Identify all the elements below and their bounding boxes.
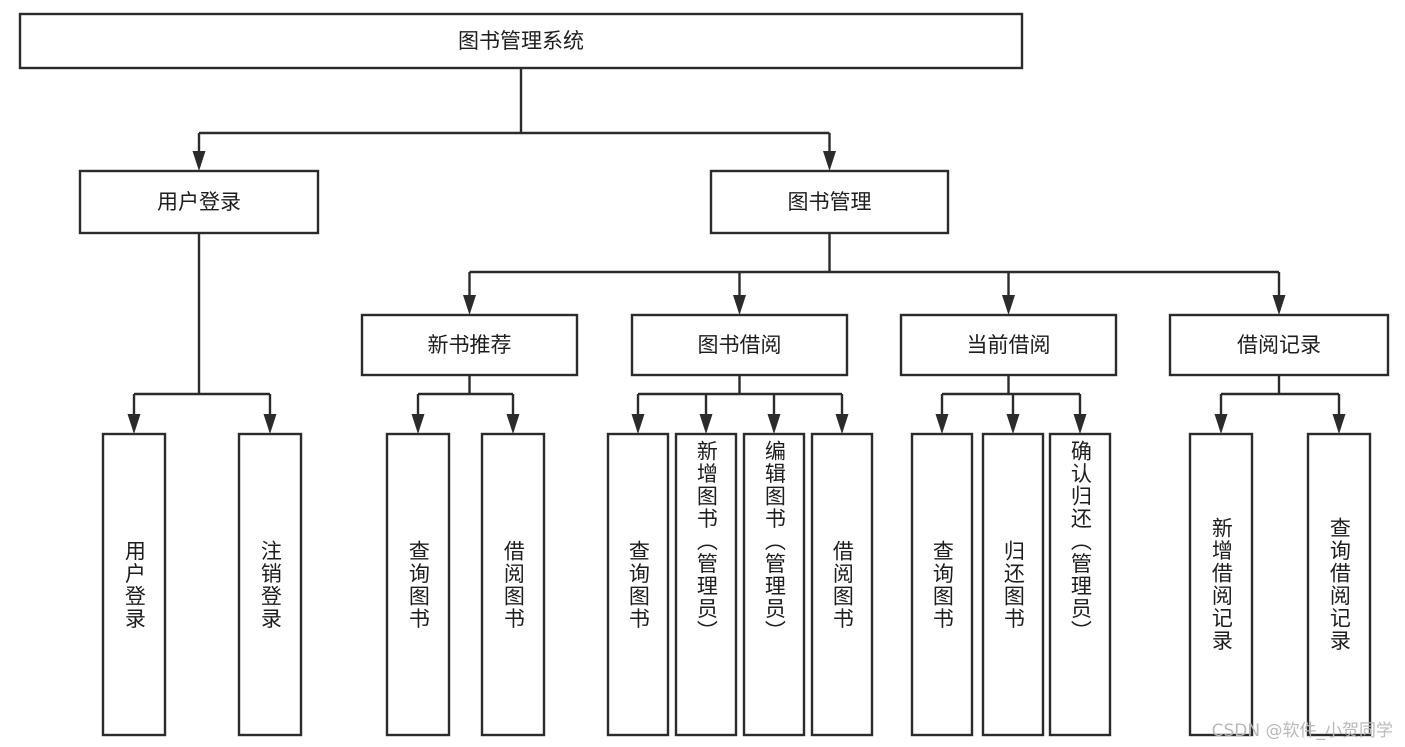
node-level2-label-3: 借阅记录 [1237, 333, 1321, 357]
node-level1-box-0[interactable] [78, 169, 320, 235]
arrow-head-icon [699, 414, 713, 434]
node-leaf-box-2[interactable] [385, 432, 451, 737]
node-leaf-box-10[interactable] [1048, 432, 1112, 737]
node-leaf-box-5[interactable] [674, 432, 738, 737]
node-level2-label-0: 新书推荐 [428, 333, 512, 357]
node-level2-label-2: 当前借阅 [967, 333, 1051, 357]
edges-layer [127, 68, 1346, 434]
node-level2-box-1[interactable] [630, 313, 849, 377]
arrow-head-icon [1006, 414, 1020, 434]
arrow-head-icon [935, 414, 949, 434]
arrow-head-icon [463, 295, 476, 315]
arrow-head-icon [733, 295, 746, 315]
node-level2-label-1: 图书借阅 [698, 333, 782, 357]
node-root-box[interactable] [18, 12, 1024, 70]
node-leaf-box-3[interactable] [480, 432, 546, 737]
arrow-head-icon [823, 151, 836, 171]
arrow-head-icon [835, 414, 849, 434]
node-level1-label-1: 图书管理 [788, 190, 872, 214]
node-leaf-box-9[interactable] [981, 432, 1045, 737]
arrow-head-icon [263, 414, 277, 434]
arrow-head-icon [1272, 295, 1286, 315]
watermark-text: CSDN @软件_小贺同学 [1211, 721, 1393, 741]
node-leaf-box-8[interactable] [910, 432, 974, 737]
arrow-head-icon [1073, 414, 1087, 434]
node-leaf-box-12[interactable] [1306, 432, 1372, 737]
node-root-label: 图书管理系统 [458, 29, 584, 53]
node-leaf-box-1[interactable] [237, 432, 303, 737]
arrow-head-icon [1332, 414, 1346, 434]
node-level2-box-2[interactable] [899, 313, 1118, 377]
node-level2-box-3[interactable] [1168, 313, 1390, 377]
node-leaf-box-7[interactable] [810, 432, 874, 737]
node-leaf-box-0[interactable] [101, 432, 167, 737]
arrow-head-icon [1002, 295, 1015, 315]
node-leaf-box-11[interactable] [1188, 432, 1254, 737]
arrow-head-icon [127, 414, 141, 434]
arrow-head-icon [631, 414, 645, 434]
arrow-head-icon [192, 151, 206, 171]
arrow-head-icon [411, 414, 425, 434]
node-level1-label-0: 用户登录 [157, 190, 241, 214]
node-leaf-box-6[interactable] [742, 432, 806, 737]
node-level1-box-1[interactable] [709, 169, 950, 235]
arrow-head-icon [506, 414, 520, 434]
arrow-head-icon [767, 414, 781, 434]
node-leaf-box-4[interactable] [606, 432, 670, 737]
arrow-head-icon [1214, 414, 1228, 434]
node-level2-box-0[interactable] [360, 313, 579, 377]
boxes-layer [18, 12, 1390, 737]
